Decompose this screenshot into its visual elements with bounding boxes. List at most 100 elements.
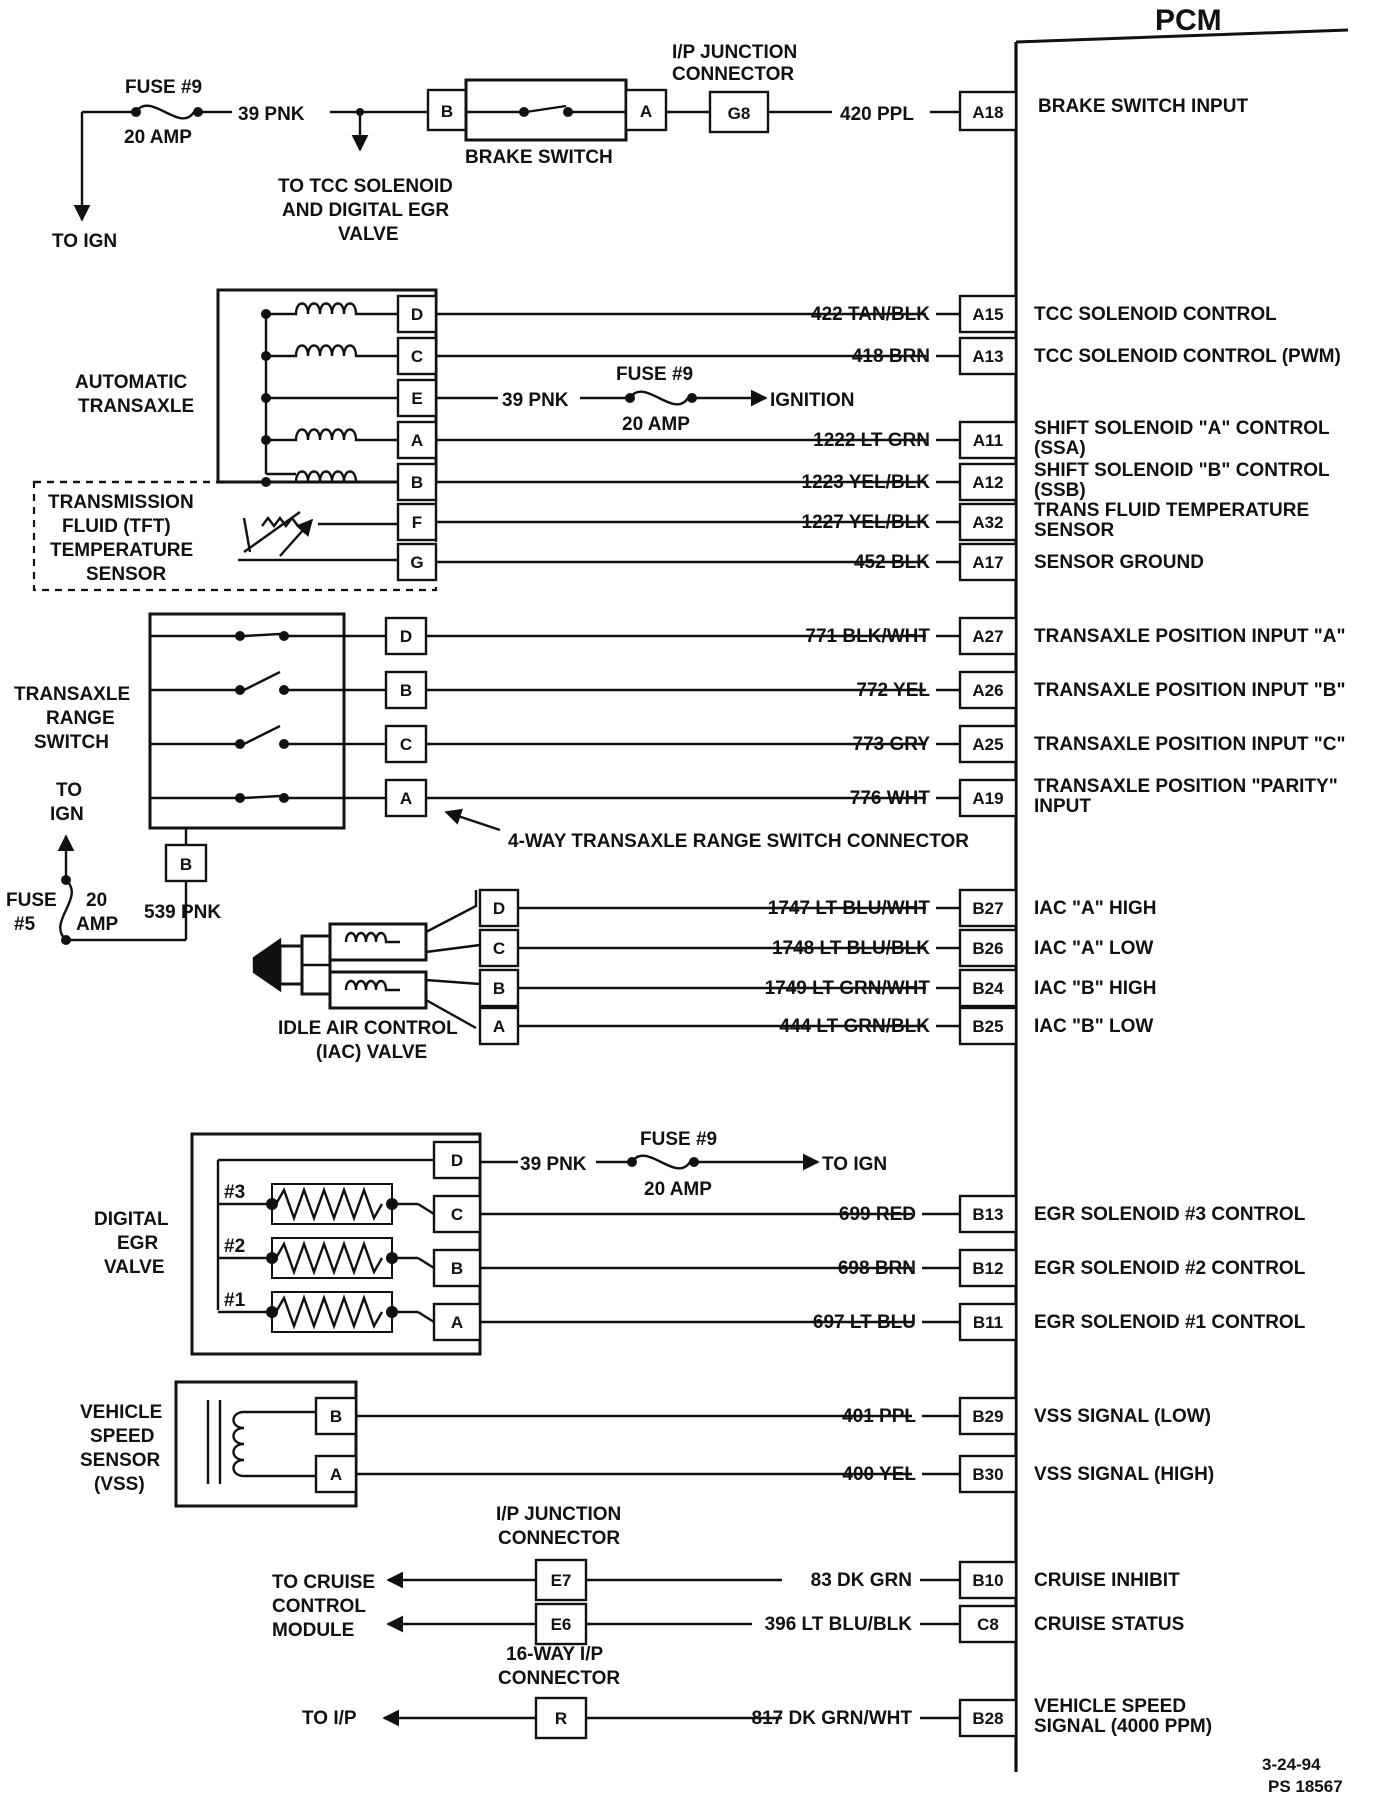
transaxle-pin-2	[396, 378, 438, 418]
range-switch-pcm-pin-3	[958, 778, 1018, 818]
range-to-ign-2: IGN	[50, 804, 84, 825]
transaxle-pcm-pin-label-3: A11	[973, 431, 1003, 450]
transaxle-pcm-pin-0	[958, 294, 1018, 334]
egr-label-2: EGR	[117, 1233, 158, 1254]
iac-pcm-pin-0	[958, 888, 1018, 928]
transaxle-pin-label-4: B	[411, 473, 423, 492]
egr-pcm-pin-2	[958, 1248, 1018, 1288]
cruise-16way-2: CONNECTOR	[498, 1668, 620, 1689]
cruise-pcm-pin-0	[958, 1560, 1018, 1600]
brake-switch-label: BRAKE SWITCH	[465, 147, 613, 168]
range-switch-pin-3	[384, 778, 428, 818]
transaxle-wire-label-3: 1222 LT GRN	[813, 430, 930, 451]
egr-pcm-pin-label-1: B13	[972, 1205, 1003, 1224]
cruise-ip-section: I/P JUNCTION CONNECTOR TO CRUISE CONTROL…	[272, 1504, 912, 1740]
cruise-connector-label-0: E7	[551, 1571, 572, 1590]
cruise-16way-1: 16-WAY I/P	[506, 1644, 603, 1665]
tft-label-4: SENSOR	[86, 564, 167, 585]
iac-pin-0	[478, 888, 520, 928]
transaxle-function-5-0: TRANS FLUID TEMPERATURE	[1034, 500, 1309, 521]
iac-function-3-0: IAC "B" LOW	[1034, 1016, 1153, 1037]
range-switch-wire-label-2: 773 GRY	[853, 734, 931, 755]
iac-pcm-pin-label-1: B26	[972, 939, 1003, 958]
egr-fuse-wire: 39 PNK	[520, 1154, 587, 1175]
top-fuse-amp: 20 AMP	[124, 127, 192, 148]
egr-pin-0	[432, 1140, 482, 1180]
egr-function-1-0: EGR SOLENOID #3 CONTROL	[1034, 1204, 1306, 1225]
iac-wire-label-2: 1749 LT GRN/WHT	[765, 978, 931, 999]
range-switch-pcm-pin-1	[958, 670, 1018, 710]
transaxle-label-1: AUTOMATIC	[75, 372, 188, 393]
range-fuse-1: FUSE	[6, 890, 57, 911]
range-fuse-2: #5	[14, 914, 36, 935]
transaxle-pin-1	[396, 336, 438, 376]
cruise-pcm-pin-label-0: B10	[972, 1571, 1003, 1590]
range-switch-wire-label-3: 776 WHT	[850, 788, 931, 809]
egr-fuse-label: FUSE #9	[640, 1129, 717, 1150]
vss-pcm-pin-label-0: B29	[972, 1407, 1003, 1426]
cruise-ip-junction-1: I/P JUNCTION	[496, 1504, 621, 1525]
cruise-pcm-pin-label-2: B28	[972, 1709, 1003, 1728]
top-wire-in: 39 PNK	[238, 104, 305, 125]
range-label-3: SWITCH	[34, 732, 109, 753]
transaxle-function-4-0: SHIFT SOLENOID "B" CONTROL	[1034, 460, 1330, 481]
transaxle-pcm-pin-6	[958, 542, 1018, 582]
transaxle-pin-label-2: E	[411, 389, 422, 408]
tx-fuse-dest: IGNITION	[770, 390, 854, 411]
transaxle-wire-label-6: 452 BLK	[854, 552, 930, 573]
egr-function-2-0: EGR SOLENOID #2 CONTROL	[1034, 1258, 1306, 1279]
range-switch-pcm-pin-label-1: A26	[972, 681, 1003, 700]
to-tcc-line-1: TO TCC SOLENOID	[278, 176, 453, 197]
vss-function-1-0: VSS SIGNAL (HIGH)	[1034, 1464, 1214, 1485]
vss-pcm-pin-0	[958, 1396, 1018, 1436]
top-wire-out: 420 PPL	[840, 104, 914, 125]
transaxle-pin-3	[396, 420, 438, 460]
range-switch-pin-0	[384, 616, 428, 656]
transaxle-wire-label-4: 1223 YEL/BLK	[802, 472, 931, 493]
vss-function-0-0: VSS SIGNAL (LOW)	[1034, 1406, 1211, 1427]
vss-pin-label-0: B	[330, 1407, 342, 1426]
range-switch-pin-label-1: B	[400, 681, 412, 700]
egr-label-1: DIGITAL	[94, 1209, 169, 1230]
range-switch-pcm-pin-label-0: A27	[972, 627, 1003, 646]
iac-pin-2	[478, 968, 520, 1008]
transaxle-function-3-0: SHIFT SOLENOID "A" CONTROL	[1034, 418, 1330, 439]
cruise-ip-junction-2: CONNECTOR	[498, 1528, 620, 1549]
vss-pcm-pin-1	[958, 1454, 1018, 1494]
footer-code: PS 18567	[1268, 1777, 1343, 1796]
top-to-ign: TO IGN	[52, 231, 117, 252]
transaxle-pcm-pin-label-5: A32	[972, 513, 1003, 532]
transaxle-pcm-pin-label-6: A17	[972, 553, 1003, 572]
transaxle-function-3-1: (SSA)	[1034, 438, 1086, 459]
cruise-wire-label-0: 83 DK GRN	[811, 1570, 912, 1591]
cruise-connector-label-2: R	[555, 1709, 567, 1728]
iac-pin-label-0: D	[493, 899, 505, 918]
egr-fuse-dest: TO IGN	[822, 1154, 887, 1175]
transaxle-pcm-pin-label-1: A13	[972, 347, 1003, 366]
egr-wire-label-3: 697 LT BLU	[813, 1312, 916, 1333]
transaxle-function-6-0: SENSOR GROUND	[1034, 552, 1204, 573]
transaxle-pcm-pin-label-4: A12	[972, 473, 1003, 492]
transaxle-pin-label-1: C	[411, 347, 423, 366]
brake-pin-b: B	[441, 102, 453, 121]
egr-pcm-pin-3	[958, 1302, 1018, 1342]
egr-solenoid-label-2: #1	[224, 1290, 246, 1311]
transaxle-pin-5	[396, 502, 438, 542]
to-tcc-line-3: VALVE	[338, 224, 399, 245]
range-label-2: RANGE	[46, 708, 115, 729]
tft-label-2: FLUID (TFT)	[62, 516, 171, 537]
egr-pin-2	[432, 1248, 482, 1288]
iac-pcm-pin-label-2: B24	[972, 979, 1004, 998]
vss-pin-0	[314, 1396, 358, 1436]
cruise-pcm-pin-label-1: C8	[977, 1615, 999, 1634]
tx-fuse-amp: 20 AMP	[622, 414, 690, 435]
range-switch-pcm-pin-label-3: A19	[972, 789, 1003, 808]
tft-label-1: TRANSMISSION	[48, 492, 194, 513]
range-switch-pin-1	[384, 670, 428, 710]
egr-fuse-amp: 20 AMP	[644, 1179, 712, 1200]
vss-label-4: (VSS)	[94, 1474, 145, 1495]
range-switch-wire-label-0: 771 BLK/WHT	[805, 626, 930, 647]
